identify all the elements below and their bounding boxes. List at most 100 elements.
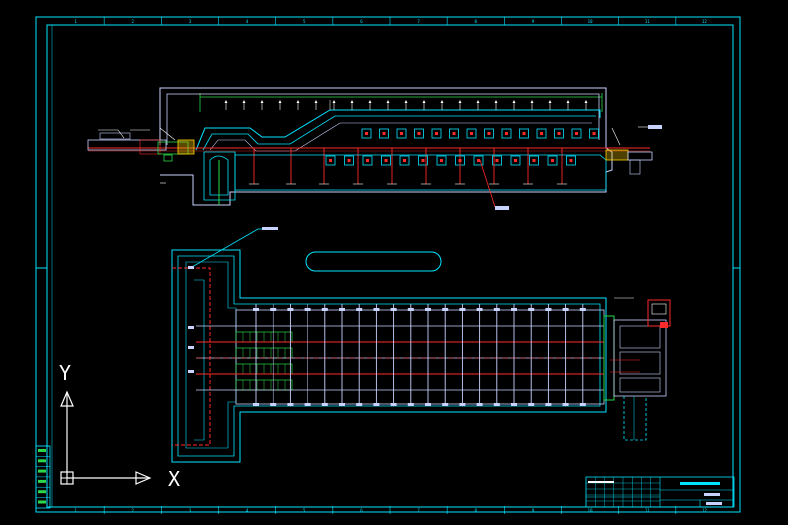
- roof-arrow-head: [314, 100, 318, 103]
- column-tag-bottom: [442, 403, 449, 406]
- roof-arrow-head: [332, 100, 336, 103]
- lower-burner: [436, 155, 447, 166]
- column-tag-top: [579, 308, 586, 311]
- roof-arrow-head: [440, 100, 444, 103]
- zone-number: 4: [246, 19, 249, 24]
- side-tag: [188, 326, 194, 329]
- lower-burner-core: [366, 159, 369, 162]
- lower-burner: [547, 155, 558, 166]
- upper-burner: [449, 128, 459, 139]
- plan-column-lines: [255, 304, 584, 406]
- lower-burner-core: [514, 159, 517, 162]
- column-tag-top: [253, 308, 259, 311]
- upper-burner: [554, 128, 564, 139]
- title-block[interactable]: [585, 476, 735, 508]
- zone-number: 6: [360, 508, 363, 513]
- roof-arrow-head: [548, 100, 552, 103]
- charging-roller-table[interactable]: [87, 127, 195, 184]
- revision-row-fill: [38, 459, 46, 463]
- column-tag-bottom: [407, 403, 414, 406]
- upper-burner-core: [452, 132, 456, 135]
- lower-burner-core: [329, 159, 332, 162]
- lower-burner-core: [532, 159, 536, 162]
- callout-tag: [495, 206, 509, 210]
- lower-burner-core: [421, 159, 425, 162]
- column-tag-top: [304, 308, 311, 311]
- upper-burner-core: [470, 132, 473, 135]
- ucs-axis-icon: X Y: [59, 361, 180, 491]
- upper-burner: [484, 128, 494, 139]
- zone-number: 3: [189, 19, 192, 24]
- upper-burner-core: [487, 132, 491, 135]
- upper-burner: [361, 128, 372, 139]
- column-tag-bottom: [321, 403, 328, 406]
- roof-arrow-head: [260, 100, 264, 103]
- roof-arrow-head: [566, 100, 570, 103]
- zone-number: 3: [189, 508, 192, 513]
- discharge-roller-table[interactable]: [605, 125, 662, 175]
- furnace-elevation-view[interactable]: [87, 87, 662, 210]
- upper-burner-core: [540, 132, 543, 135]
- roof-arrow-head: [512, 100, 516, 103]
- column-tag-bottom: [425, 403, 431, 406]
- upper-burner: [414, 128, 424, 139]
- zone-number: 6: [360, 19, 363, 24]
- lower-burner: [399, 155, 410, 166]
- column-tag-bottom: [579, 403, 586, 406]
- plan-column-tags: [188, 266, 586, 406]
- column-tag-top: [425, 308, 431, 311]
- upper-burner-core: [557, 132, 561, 135]
- upper-burner: [519, 128, 529, 139]
- zone-number: 1: [74, 19, 77, 24]
- lower-burner-core: [384, 159, 388, 162]
- side-tag: [188, 266, 194, 269]
- zone-number: 10: [588, 19, 593, 24]
- roof-arrow-head: [278, 100, 282, 103]
- zone-number: 7: [417, 508, 420, 513]
- zone-number: 8: [475, 19, 478, 24]
- column-tag-top: [321, 308, 328, 311]
- column-tag-bottom: [459, 403, 466, 406]
- upper-burner-core: [382, 132, 386, 135]
- oval-label-frame: [305, 251, 442, 272]
- zone-number: 2: [132, 19, 135, 24]
- column-tag-bottom: [270, 403, 277, 406]
- title-grid-mark: [588, 481, 614, 483]
- discharge-machine-plan[interactable]: [603, 297, 671, 441]
- furnace-plan-view[interactable]: [171, 227, 671, 463]
- flue-pit: [203, 151, 236, 201]
- column-tag-bottom: [528, 403, 535, 406]
- lower-burner: [492, 155, 502, 166]
- column-tag-top: [545, 308, 552, 311]
- title-block-name-bar: [680, 482, 720, 485]
- column-tag-bottom: [304, 403, 311, 406]
- roof-arrow-head: [458, 100, 462, 103]
- upper-burner: [589, 128, 599, 139]
- zone-number: 11: [645, 19, 650, 24]
- column-tag-top: [270, 308, 277, 311]
- lower-burner: [566, 155, 576, 166]
- column-tag-bottom: [373, 403, 380, 406]
- zone-number: 11: [645, 508, 650, 513]
- preheat-sloped-roof: [195, 109, 601, 151]
- revision-block: [35, 445, 51, 509]
- lower-burner-row: [325, 155, 576, 166]
- lower-burner-core: [495, 159, 499, 162]
- column-tag-bottom: [493, 403, 500, 406]
- column-tag-bottom: [562, 403, 569, 406]
- lower-burner-core: [440, 159, 443, 162]
- upper-burner-core: [400, 132, 403, 135]
- upper-burner-core: [365, 132, 368, 135]
- roof-arrow-head: [224, 100, 228, 103]
- column-tag-top: [528, 308, 535, 311]
- zone-number: 12: [702, 508, 707, 513]
- roof-arrow-head: [242, 100, 246, 103]
- zone-number: 8: [475, 508, 478, 513]
- column-tag-bottom: [287, 403, 294, 406]
- lower-burner: [381, 155, 391, 166]
- lower-burner: [362, 155, 373, 166]
- column-tag-top: [476, 308, 483, 311]
